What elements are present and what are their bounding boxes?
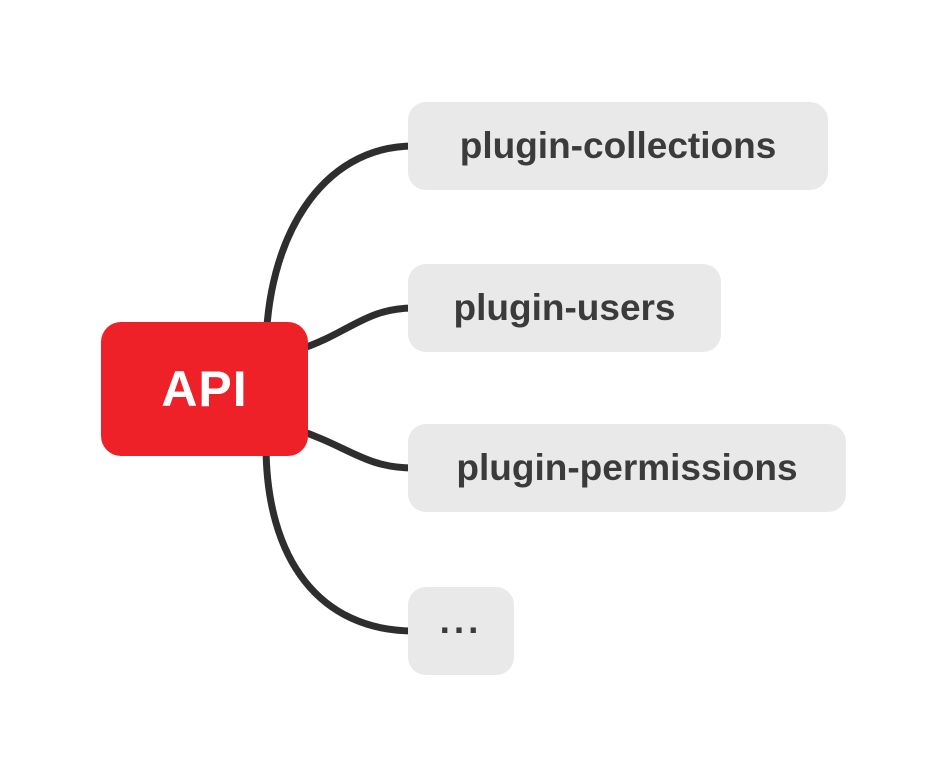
node-ellipsis-label: ... [439, 600, 483, 641]
node-plugin-permissions-label: plugin-permissions [456, 447, 798, 488]
node-api-label: API [161, 361, 248, 417]
node-api: API [101, 322, 308, 456]
node-plugin-permissions: plugin-permissions [408, 424, 846, 512]
node-ellipsis: ... [408, 587, 514, 675]
node-plugin-collections-label: plugin-collections [459, 125, 777, 166]
edge-api-to-plugin-collections [262, 142, 415, 353]
node-plugin-users-label: plugin-users [453, 287, 676, 328]
edge-api-to-ellipsis [262, 444, 415, 635]
edge-api-to-plugin-permissions [296, 426, 415, 472]
edge-api-to-plugin-users [296, 304, 415, 354]
node-plugin-collections: plugin-collections [408, 102, 828, 190]
node-plugin-users: plugin-users [408, 264, 721, 352]
